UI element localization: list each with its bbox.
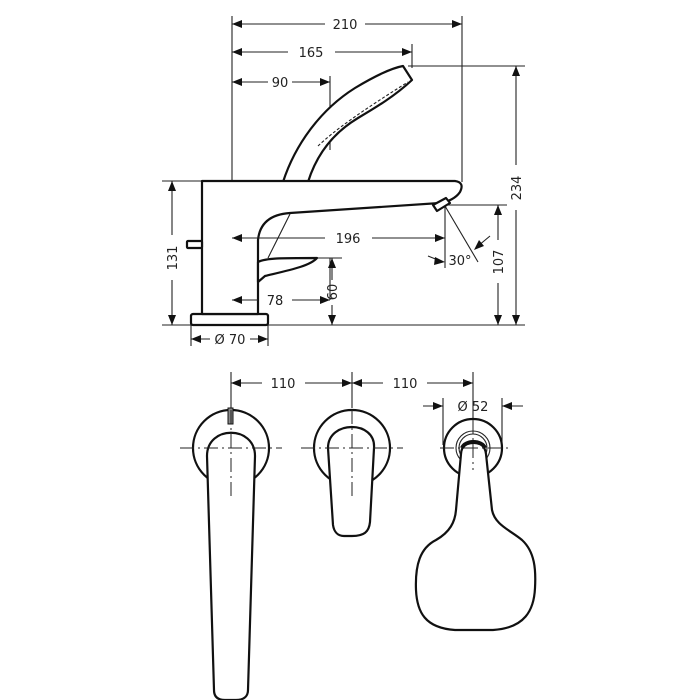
dim-base-diameter: Ø 70 <box>215 333 246 348</box>
dim-lever-reach: 78 <box>267 294 284 309</box>
base-plate <box>189 312 270 327</box>
dim-handshower-offset: 90 <box>272 76 289 91</box>
dim-overall-height: 234 <box>510 176 525 201</box>
spout-top <box>180 407 282 700</box>
dim-spray-angle: 30° <box>448 254 471 269</box>
dim-spout-outlet-height: 107 <box>492 250 507 275</box>
handshower-outline <box>281 64 414 184</box>
dim-spout-reach: 196 <box>336 232 361 247</box>
dim-lever-height: 60 <box>326 284 341 301</box>
dim-handshower-reach: 165 <box>299 46 324 61</box>
dim-spacing-right: 110 <box>393 377 418 392</box>
spout-body <box>200 179 463 316</box>
dim-rosette-diameter: Ø 52 <box>458 400 489 415</box>
side-view <box>162 16 525 346</box>
dim-body-height: 131 <box>166 246 181 271</box>
side-dimension-lines <box>168 20 520 343</box>
dim-spacing-left: 110 <box>271 377 296 392</box>
dim-overall-width: 210 <box>333 18 358 33</box>
handshower-top <box>414 417 537 632</box>
top-dimension-lines <box>231 379 523 410</box>
lever <box>256 256 319 284</box>
mixer-lever-top <box>301 408 403 538</box>
top-view <box>180 372 537 700</box>
